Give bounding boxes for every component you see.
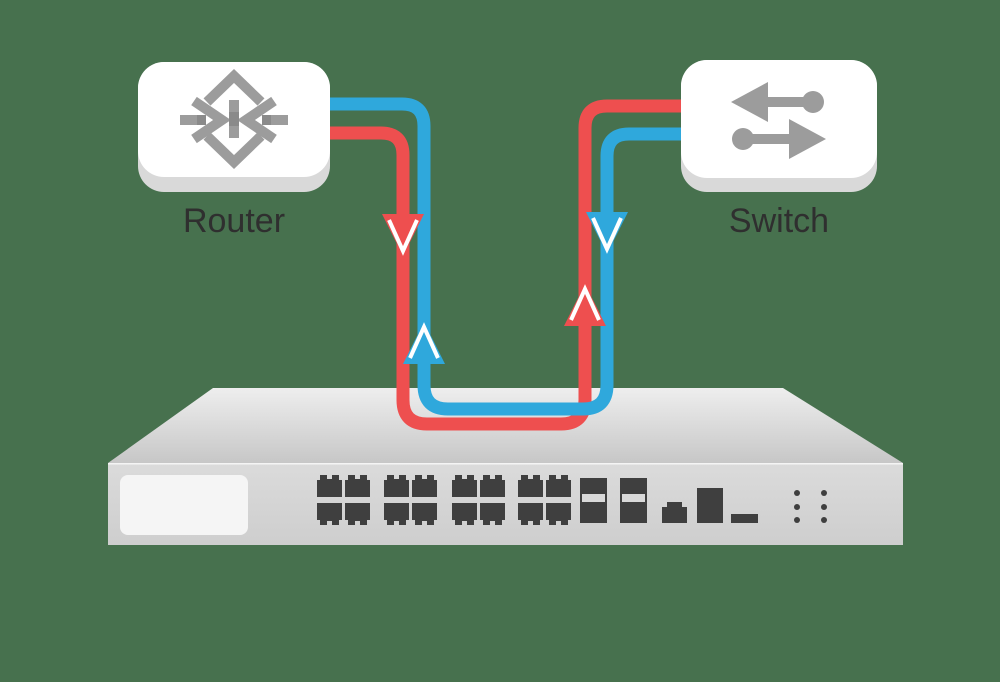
sfp-slot-stripe	[582, 494, 605, 502]
vent-dot	[794, 504, 800, 510]
appliance-label-plate	[120, 475, 248, 535]
blue-up-arrow-chevron	[408, 322, 440, 359]
vent-dot	[794, 517, 800, 523]
vent-dot	[821, 490, 827, 496]
console-port	[662, 507, 687, 523]
router-icon-shading	[197, 112, 271, 126]
slot-bar	[731, 514, 758, 523]
red-up-arrow-chevron	[569, 284, 601, 321]
switch-icon-right-arrowhead	[789, 119, 826, 159]
vent-dot	[821, 517, 827, 523]
switch-label: Switch	[729, 202, 829, 240]
router-label: Router	[183, 202, 285, 240]
vent-dot	[821, 504, 827, 510]
router-node: Router	[138, 62, 330, 240]
router-icon-left-chevron	[237, 96, 277, 144]
cable-arrows	[382, 212, 628, 364]
router-icon-up-chevron	[203, 69, 265, 106]
switch-icon	[731, 82, 826, 159]
module-port	[697, 488, 723, 523]
router-icon-right-chevron	[191, 96, 231, 144]
blue-cable	[328, 97, 684, 416]
red-down-arrow-chevron	[387, 219, 419, 256]
console-port-tab	[667, 502, 682, 508]
switch-box	[681, 60, 877, 178]
red-cable	[328, 99, 684, 431]
switch-icon-left-arrowhead	[731, 82, 768, 122]
blue-down-arrow-chevron	[591, 217, 623, 254]
sfp-slot-stripe	[622, 494, 645, 502]
router-icon	[180, 69, 288, 169]
vent-dot	[794, 490, 800, 496]
router-icon-down-chevron	[203, 132, 265, 169]
switch-node: Switch	[681, 60, 877, 240]
cables	[328, 97, 684, 431]
